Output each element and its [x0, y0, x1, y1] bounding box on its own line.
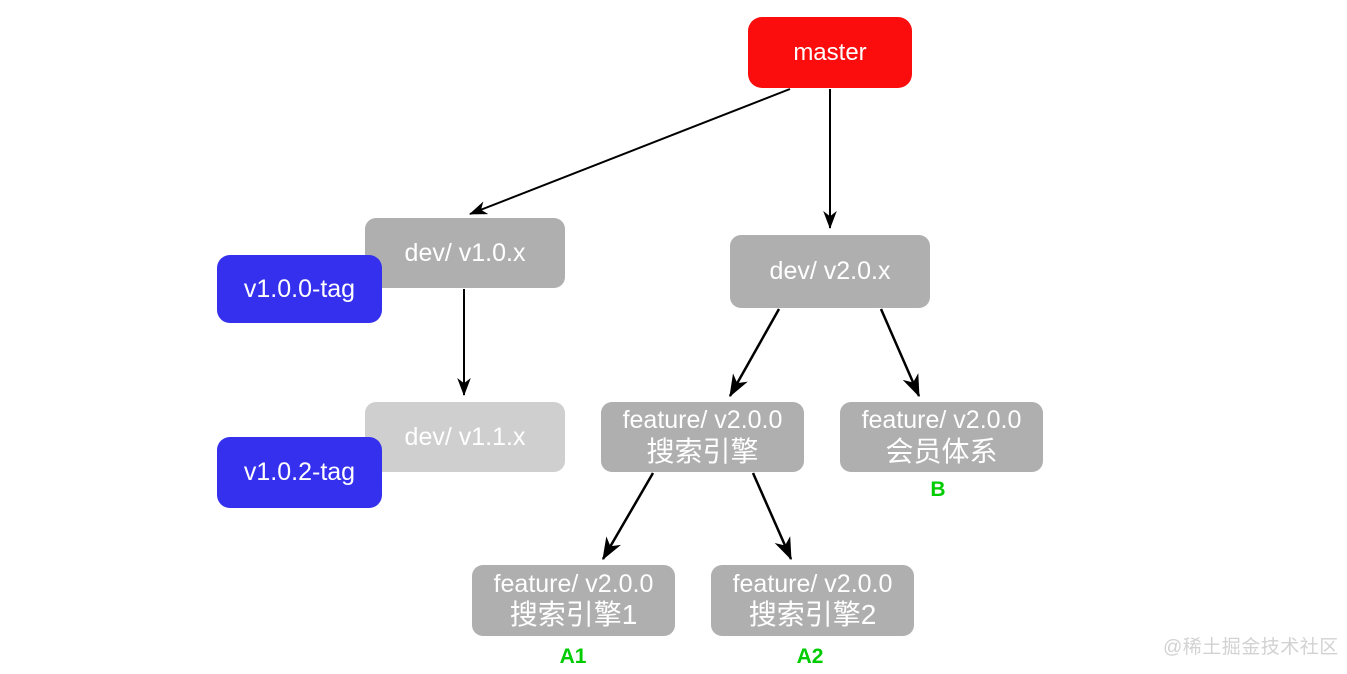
edge-feat-search-to-feat-search1 — [601, 472, 655, 561]
node-feature-search-engine-1: feature/ v2.0.0 搜索引擎1 — [472, 565, 675, 636]
node-feature-search-engine-2: feature/ v2.0.0 搜索引擎2 — [711, 565, 914, 636]
node-label-line1: feature/ v2.0.0 — [493, 569, 654, 598]
node-label-line1: feature/ v2.0.0 — [732, 569, 893, 598]
node-label-line2: 会员体系 — [885, 435, 998, 467]
node-tag-v1-0-0: v1.0.0-tag — [217, 255, 382, 323]
badge-b: B — [930, 478, 946, 501]
badge-a2: A2 — [796, 645, 824, 668]
node-dev-v2-0-x: dev/ v2.0.x — [730, 235, 930, 308]
badge-a1: A1 — [559, 645, 587, 668]
node-label-line2: 搜索引擎1 — [509, 599, 638, 631]
node-feature-membership: feature/ v2.0.0 会员体系 — [840, 402, 1043, 472]
node-dev-v1-0-x: dev/ v1.0.x — [365, 218, 565, 288]
node-master: master — [748, 17, 912, 88]
node-label-line2: 搜索引擎 — [646, 435, 759, 467]
node-label-line1: feature/ v2.0.0 — [861, 406, 1022, 435]
node-label-line2: 搜索引擎2 — [748, 599, 877, 631]
node-dev-v1-1-x: dev/ v1.1.x — [365, 402, 565, 472]
edge-dev-v20x-to-feat-search — [728, 308, 781, 398]
edge-master-to-dev-v10x — [469, 88, 791, 215]
node-feature-search-engine: feature/ v2.0.0 搜索引擎 — [601, 402, 804, 472]
watermark-juejin: @稀土掘金技术社区 — [1163, 637, 1339, 658]
edge-feat-search-to-feat-search2 — [751, 472, 793, 561]
edge-dev-v20x-to-feat-member — [879, 308, 921, 398]
node-label-line1: feature/ v2.0.0 — [622, 406, 783, 435]
node-tag-v1-0-2: v1.0.2-tag — [217, 437, 382, 508]
